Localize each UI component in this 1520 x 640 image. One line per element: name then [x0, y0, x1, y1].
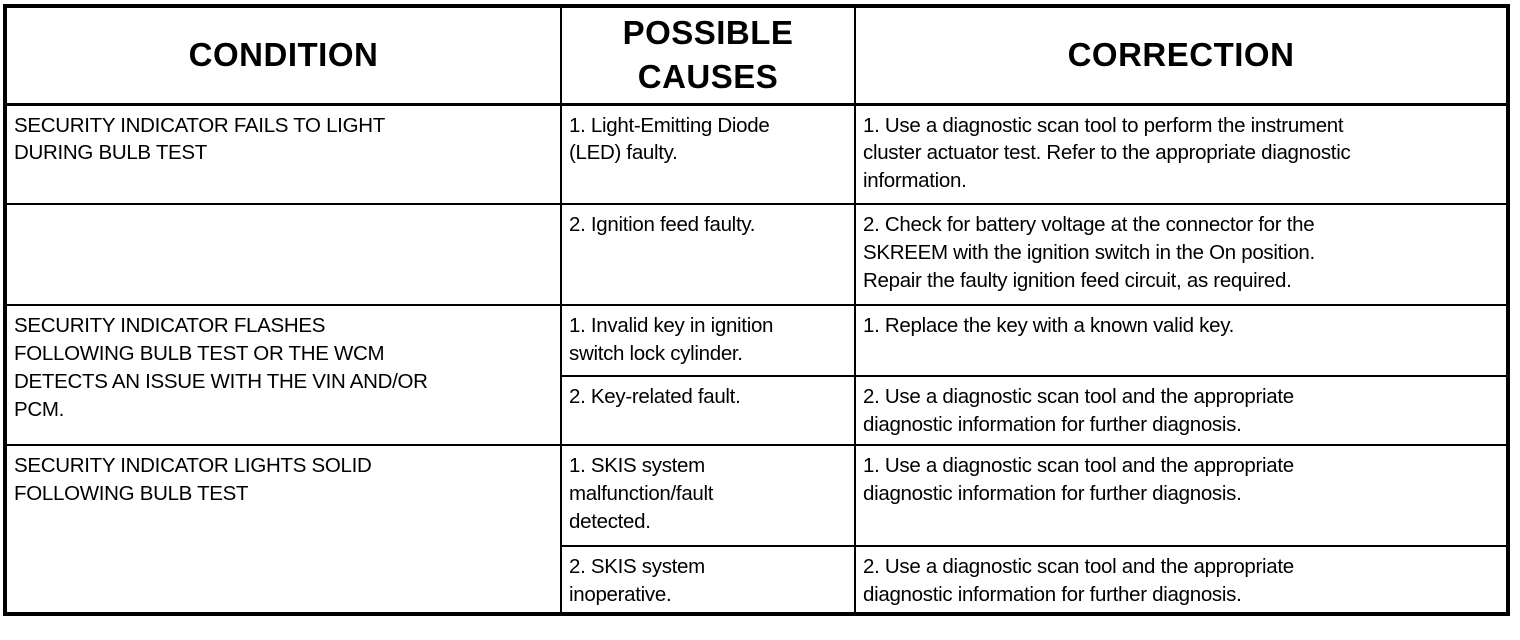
cause-cell: 1. Invalid key in ignition switch lock c…	[560, 304, 856, 377]
condition-cell: SECURITY INDICATOR FAILS TO LIGHT DURING…	[4, 103, 562, 205]
column-header-correction: CORRECTION	[854, 5, 1509, 106]
table-row: 2. Key-related fault. 2. Use a diagnosti…	[5, 375, 1509, 446]
table-row: SECURITY INDICATOR LIGHTS SOLID FOLLOWIN…	[4, 444, 1509, 615]
condition-cell-empty	[4, 203, 562, 306]
table-header-row: CONDITION POSSIBLE CAUSES CORRECTION	[4, 5, 1509, 106]
cause-cell: 2. SKIS system inoperative.	[560, 545, 856, 615]
condition-cell: SECURITY INDICATOR LIGHTS SOLID FOLLOWIN…	[4, 444, 562, 615]
cause-cell: 2. Key-related fault.	[560, 375, 856, 446]
table-row: SECURITY INDICATOR FLASHES FOLLOWING BUL…	[4, 304, 1509, 446]
cause-cell: 1. Light-Emitting Diode (LED) faulty.	[560, 103, 856, 205]
correction-cell: 2. Check for battery voltage at the conn…	[854, 203, 1509, 306]
diagnostic-table: CONDITION POSSIBLE CAUSES CORRECTION SEC…	[3, 4, 1510, 616]
table-row: SECURITY INDICATOR FAILS TO LIGHT DURING…	[4, 103, 1509, 205]
cause-cell: 2. Ignition feed faulty.	[560, 203, 856, 306]
correction-cell: 2. Use a diagnostic scan tool and the ap…	[854, 545, 1509, 615]
correction-cell: 2. Use a diagnostic scan tool and the ap…	[854, 375, 1509, 446]
column-header-possible-causes: POSSIBLE CAUSES	[560, 5, 856, 106]
table-row: 2. SKIS system inoperative. 2. Use a dia…	[5, 545, 1509, 615]
correction-cell: 1. Use a diagnostic scan tool to perform…	[854, 103, 1509, 205]
cause-cell: 1. SKIS system malfunction/fault detecte…	[560, 444, 856, 547]
table-row: 2. Ignition feed faulty. 2. Check for ba…	[4, 203, 1509, 306]
condition-cell: SECURITY INDICATOR FLASHES FOLLOWING BUL…	[4, 304, 562, 446]
correction-cell: 1. Replace the key with a known valid ke…	[854, 304, 1509, 377]
correction-cell: 1. Use a diagnostic scan tool and the ap…	[854, 444, 1509, 547]
column-header-condition: CONDITION	[4, 5, 562, 106]
